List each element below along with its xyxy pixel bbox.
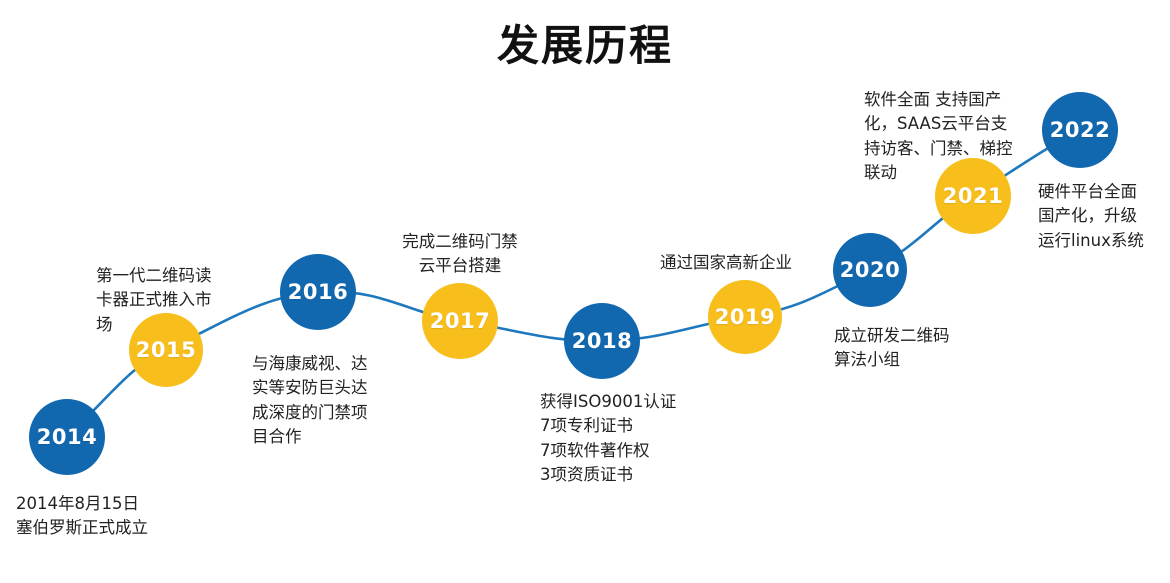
timeline-node-2019[interactable]: 2019 — [708, 280, 782, 354]
timeline-node-2015[interactable]: 2015 — [129, 313, 203, 387]
timeline-node-2020[interactable]: 2020 — [833, 233, 907, 307]
timeline-caption-2014: 2014年8月15日 塞伯罗斯正式成立 — [16, 494, 148, 538]
page-title: 发展历程 — [496, 21, 673, 70]
timeline-node-year-label: 2021 — [942, 183, 1004, 208]
timeline-caption-2020: 成立研发二维码 算法小组 — [834, 326, 950, 370]
timeline-caption-2017: 完成二维码门禁 云平台搭建 — [402, 232, 518, 276]
timeline-node-year-label: 2020 — [839, 257, 901, 282]
timeline-node-2014[interactable]: 2014 — [29, 399, 105, 475]
timeline-node-2021[interactable]: 2021 — [935, 158, 1011, 234]
timeline-node-year-label: 2018 — [571, 328, 633, 353]
timeline-node-2017[interactable]: 2017 — [422, 283, 498, 359]
timeline-caption-2019: 通过国家高新企业 — [660, 253, 792, 272]
timeline-node-year-label: 2019 — [714, 304, 776, 329]
timeline-node-year-label: 2015 — [135, 337, 197, 362]
timeline-node-year-label: 2014 — [36, 424, 98, 449]
timeline-caption-2022: 硬件平台全面 国产化，升级 运行linux系统 — [1038, 182, 1144, 250]
timeline-node-2016[interactable]: 2016 — [280, 254, 356, 330]
timeline-node-2022[interactable]: 2022 — [1042, 92, 1118, 168]
timeline-node-year-label: 2022 — [1049, 117, 1111, 142]
timeline-caption-2015: 第一代二维码读 卡器正式推入市 场 — [96, 266, 212, 334]
timeline-caption-2016: 与海康威视、达 实等安防巨头达 成深度的门禁项 目合作 — [252, 354, 368, 447]
timeline-node-year-label: 2016 — [287, 279, 349, 304]
timeline-node-year-label: 2017 — [429, 308, 491, 333]
timeline-caption-2018: 获得ISO9001认证 7项专利证书 7项软件著作权 3项资质证书 — [540, 392, 677, 485]
timeline-caption-2021: 软件全面 支持国产 化，SAAS云平台支 持访客、门禁、梯控 联动 — [864, 90, 1013, 183]
timeline-node-2018[interactable]: 2018 — [564, 303, 640, 379]
